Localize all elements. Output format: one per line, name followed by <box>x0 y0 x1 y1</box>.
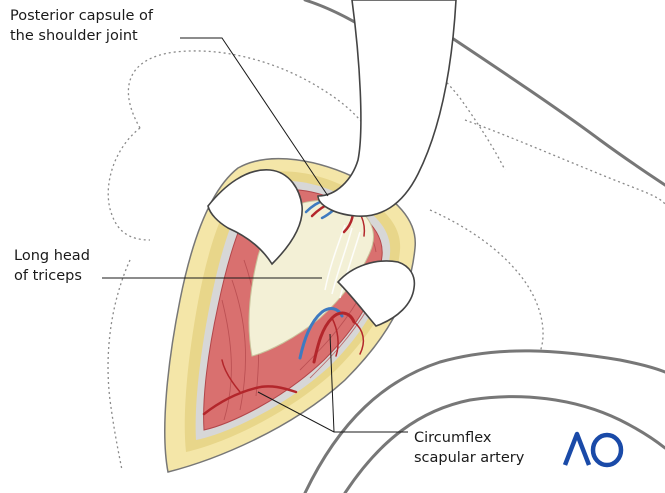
artery-leader-2 <box>329 333 335 433</box>
retractor-right[interactable] <box>336 260 416 327</box>
skin-contours <box>303 0 665 493</box>
label-line: of triceps <box>14 268 82 284</box>
vein-lower <box>298 307 344 360</box>
bone-outlines <box>107 19 665 471</box>
artery-inferior <box>202 385 298 416</box>
artery-inferior-branch <box>221 359 241 393</box>
ao-logo <box>562 431 624 468</box>
leader-lines <box>102 37 408 433</box>
label-posterior-capsule: Posterior capsule of the shoulder joint <box>10 6 153 46</box>
label-line: scapular artery <box>414 450 525 466</box>
label-circumflex-scapular-artery: Circumflex scapular artery <box>414 428 524 468</box>
retractors <box>207 0 457 327</box>
artery-lower-branch-2 <box>331 317 339 357</box>
capsule-leader <box>180 37 329 197</box>
ao-logo-a <box>562 431 592 466</box>
label-line: Circumflex <box>414 430 492 446</box>
label-line: the shoulder joint <box>10 28 138 44</box>
retractor-top[interactable] <box>317 0 457 217</box>
triceps-tendon <box>324 224 361 299</box>
ao-logo-o <box>590 432 624 468</box>
label-long-head-triceps: Long head of triceps <box>14 246 90 286</box>
label-line: Long head <box>14 248 90 264</box>
label-line: Posterior capsule of <box>10 8 154 24</box>
artery-lower-branch <box>353 321 365 355</box>
retractor-left[interactable] <box>207 169 303 266</box>
